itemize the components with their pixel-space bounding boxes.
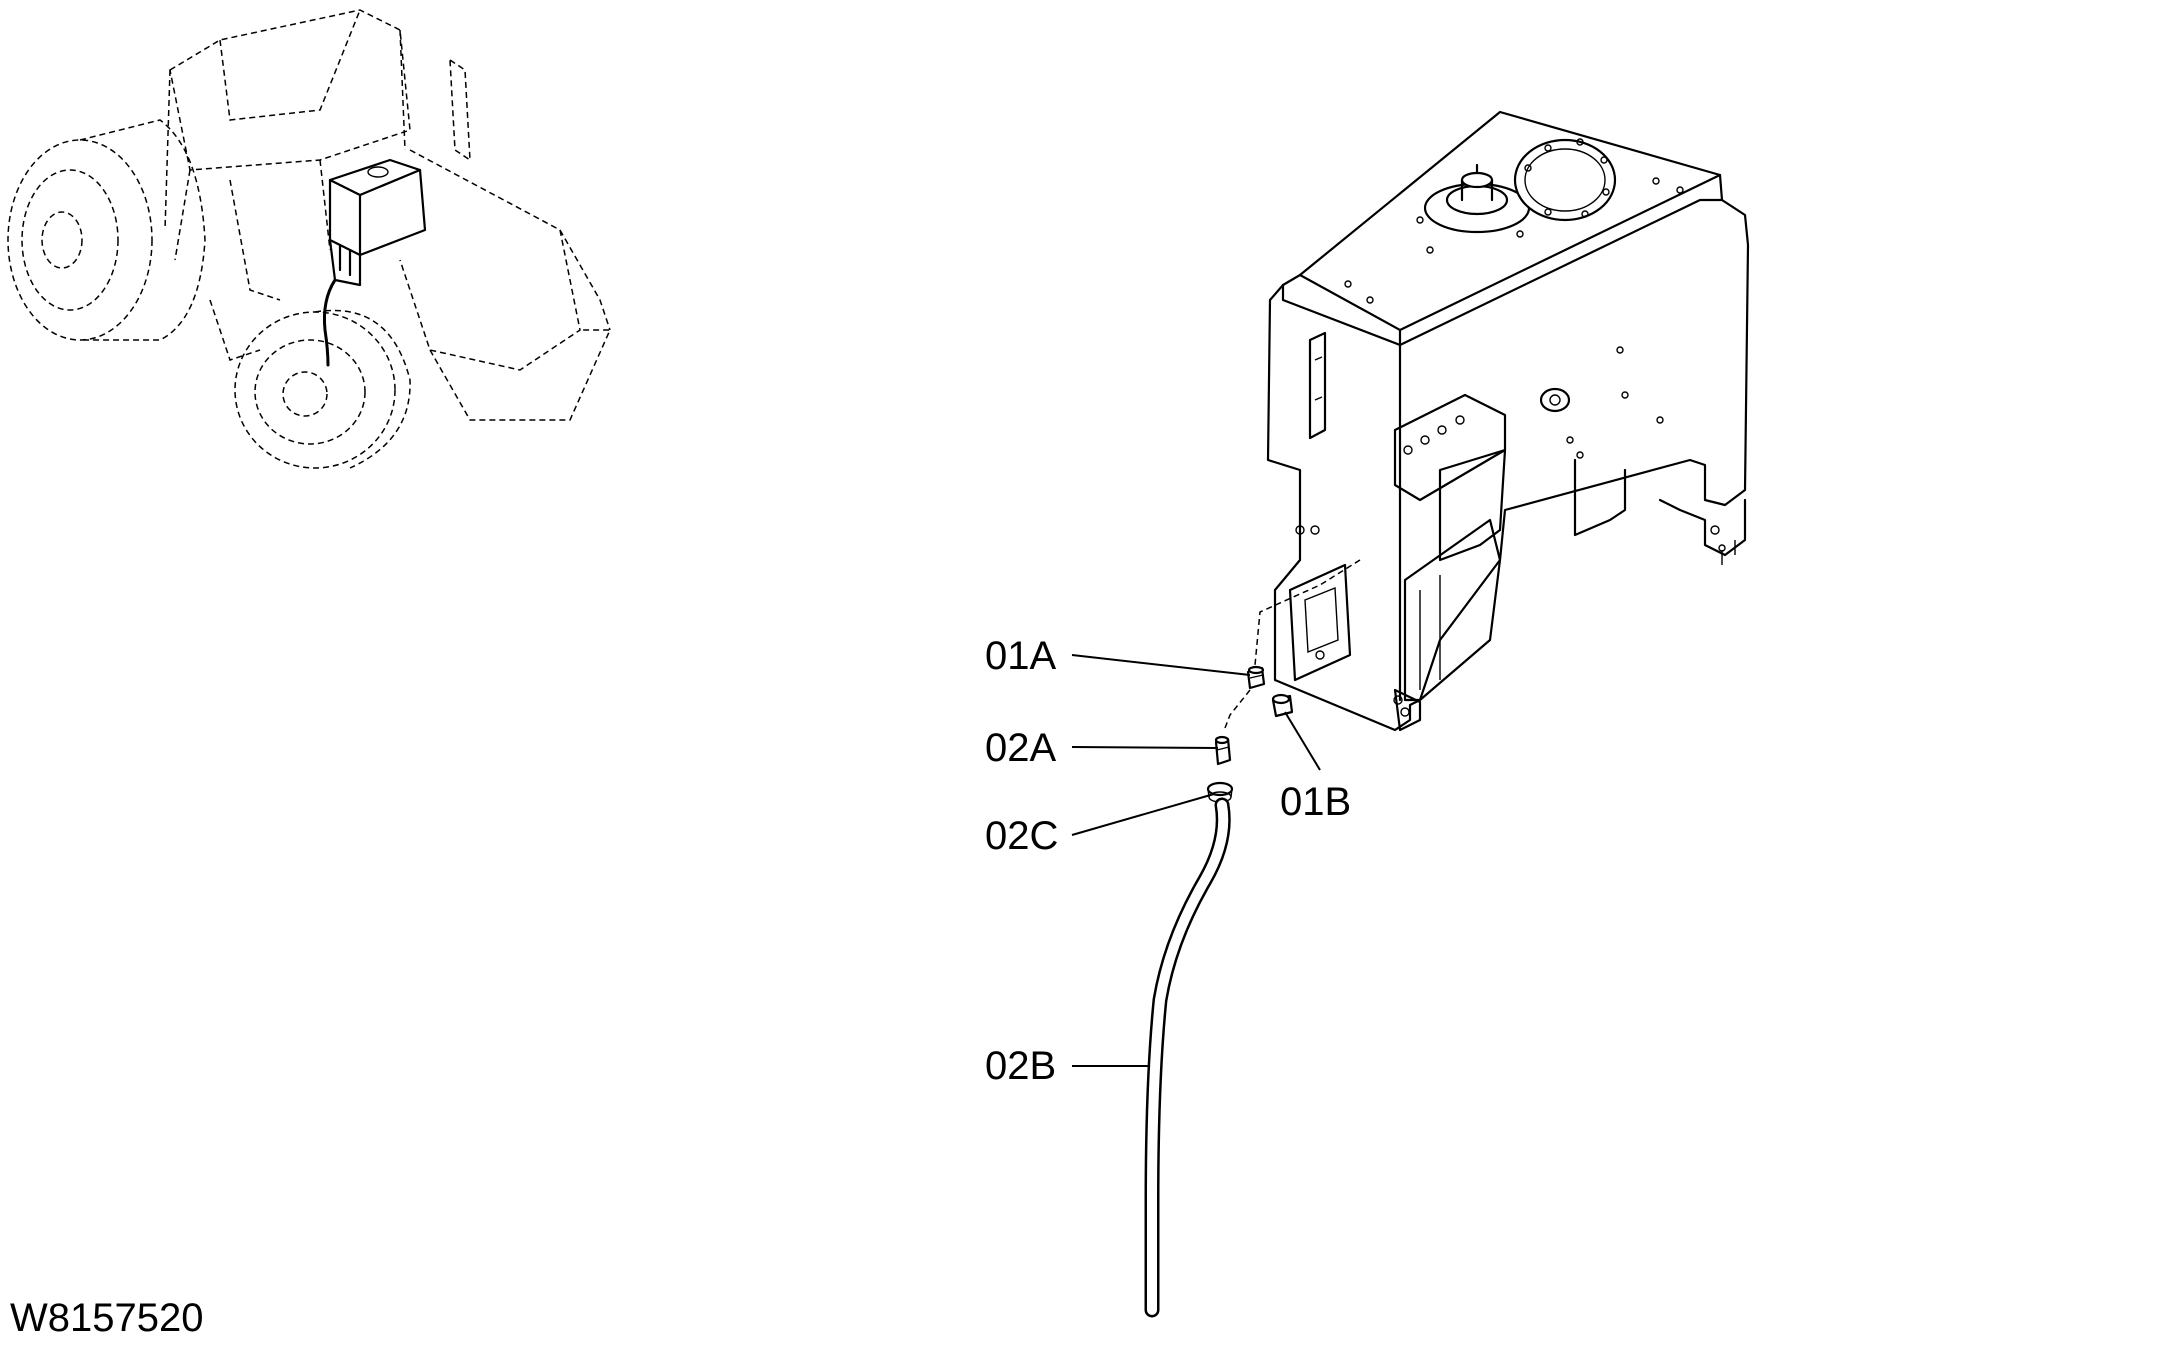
part-02B-hose [1144, 797, 1231, 1318]
callout-02B: 02B [985, 1044, 1057, 1088]
part-01A-fitting [1246, 665, 1266, 690]
part-02C-hose-clamp [1206, 781, 1234, 803]
part-01B-plug [1271, 693, 1294, 718]
tank-assembly [1254, 110, 1750, 732]
callout-02A: 02A [985, 726, 1057, 770]
callout-01A: 01A [985, 634, 1057, 678]
callout-01B: 01B [1280, 780, 1352, 824]
callout-02C: 02C [985, 814, 1059, 858]
machine-overview-illustration [7, 9, 612, 469]
part-02A-hose-fitting [1214, 735, 1232, 766]
bolt-heads [1344, 138, 1684, 304]
leader-lines [1071, 654, 1321, 1067]
figure-id: W8157520 [10, 1296, 204, 1340]
